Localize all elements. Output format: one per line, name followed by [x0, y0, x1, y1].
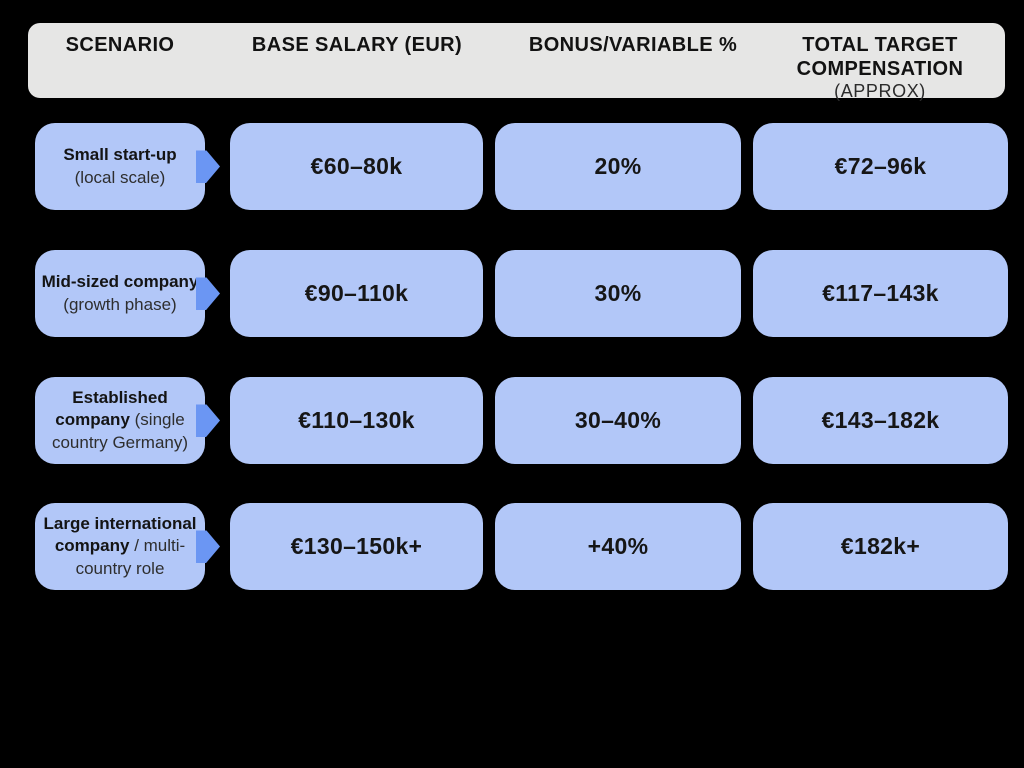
base-salary-cell: €130–150k+: [230, 503, 483, 590]
scenario-label-bold: Large international company: [43, 513, 197, 556]
base-salary-cell: €60–80k: [230, 123, 483, 210]
total-compensation-cell: €143–182k: [753, 377, 1008, 464]
scenario-label: Large international company / multi-coun…: [41, 513, 199, 580]
scenario-label-rest: / multi-country role: [75, 536, 186, 578]
header-scenario: SCENARIO: [65, 34, 175, 56]
bonus-cell: +40%: [495, 503, 741, 590]
header-total-main: TOTAL TARGET COMPENSATION: [796, 34, 964, 80]
arrow-right-icon: [196, 277, 220, 310]
scenario-label: Small start-up (local scale): [41, 144, 199, 189]
total-compensation-cell: €72–96k: [753, 123, 1008, 210]
table-row-established: Established company (single country Germ…: [0, 370, 1024, 468]
header-total-sub: (APPROX): [834, 81, 926, 101]
arrow-right-icon: [196, 530, 220, 563]
scenario-label-rest: (growth phase): [63, 294, 177, 314]
table-row-mid-sized: Mid-sized company (growth phase) €90–110…: [0, 243, 1024, 341]
scenario-cell: Established company (single country Germ…: [26, 370, 220, 468]
table-row-large-international: Large international company / multi-coun…: [0, 496, 1024, 594]
scenario-label-bold: Mid-sized company: [41, 272, 199, 292]
table-header-bar: SCENARIO BASE SALARY (EUR) BONUS/VARIABL…: [28, 23, 1005, 101]
arrow-right-icon: [196, 404, 220, 437]
base-salary-cell: €110–130k: [230, 377, 483, 464]
scenario-label-bold: Established company: [55, 387, 168, 430]
total-compensation-cell: €182k+: [753, 503, 1008, 590]
table-row-small-startup: Small start-up (local scale) €60–80k 20%…: [0, 116, 1024, 214]
scenario-cell: Mid-sized company (growth phase): [26, 243, 220, 341]
base-salary-cell: €90–110k: [230, 250, 483, 337]
header-total-compensation: TOTAL TARGET COMPENSATION (APPROX): [755, 33, 1005, 102]
header-base-salary: BASE SALARY (EUR): [251, 34, 463, 56]
scenario-label-rest: (single country Germany): [51, 410, 189, 452]
scenario-label-bold: Small start-up: [63, 145, 177, 165]
header-bonus-variable: BONUS/VARIABLE %: [528, 34, 738, 56]
total-compensation-cell: €117–143k: [753, 250, 1008, 337]
scenario-cell: Large international company / multi-coun…: [26, 496, 220, 594]
arrow-right-icon: [196, 150, 220, 183]
scenario-cell: Small start-up (local scale): [26, 116, 220, 214]
scenario-label: Established company (single country Germ…: [41, 387, 199, 454]
scenario-label: Mid-sized company (growth phase): [41, 271, 199, 316]
bonus-cell: 30%: [495, 250, 741, 337]
bonus-cell: 20%: [495, 123, 741, 210]
scenario-label-rest: (local scale): [74, 167, 166, 187]
bonus-cell: 30–40%: [495, 377, 741, 464]
